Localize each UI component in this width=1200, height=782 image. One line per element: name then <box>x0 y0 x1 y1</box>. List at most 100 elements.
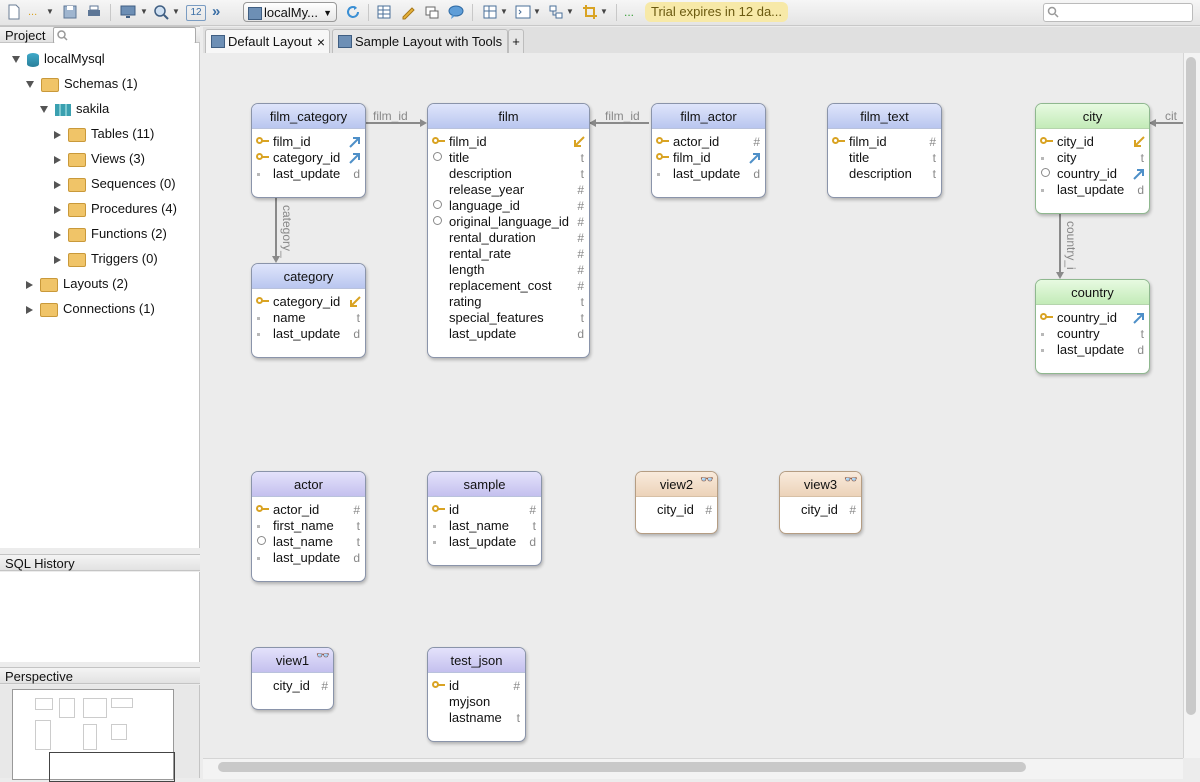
column-row[interactable]: film_id <box>428 134 589 150</box>
save-icon[interactable] <box>62 4 78 20</box>
more-icon[interactable]: ... <box>624 5 635 19</box>
more-tools-icon[interactable]: » <box>212 3 221 20</box>
column-row[interactable]: country_id <box>1036 310 1149 326</box>
table-title[interactable]: view3👓 <box>780 472 861 497</box>
column-row[interactable]: rental_rate# <box>428 246 589 262</box>
chevron-right-icon[interactable] <box>54 255 61 264</box>
table-title[interactable]: view2👓 <box>636 472 717 497</box>
chevron-down-icon[interactable] <box>40 106 48 114</box>
column-row[interactable]: id# <box>428 502 541 518</box>
column-row[interactable]: length# <box>428 262 589 278</box>
table-view2[interactable]: view2👓city_id# <box>635 471 718 534</box>
column-row[interactable]: film_id# <box>828 134 941 150</box>
comment-icon[interactable] <box>448 4 464 20</box>
table-title[interactable]: test_json <box>428 648 525 673</box>
table-title[interactable]: actor <box>252 472 365 497</box>
perspective-minimap[interactable] <box>0 685 200 782</box>
column-row[interactable]: original_language_id# <box>428 214 589 230</box>
connection-select[interactable]: localMy... ▼ <box>243 2 337 22</box>
column-row[interactable]: language_id# <box>428 198 589 214</box>
diagram-icon[interactable] <box>548 4 564 20</box>
print-icon[interactable] <box>86 4 102 20</box>
chevron-down-icon[interactable]: ▼ <box>500 7 508 16</box>
column-row[interactable]: category_id <box>252 150 365 166</box>
tab-default-layout[interactable]: Default Layout × <box>205 29 330 53</box>
column-row[interactable]: film_id <box>252 134 365 150</box>
monitor-icon[interactable] <box>120 4 136 20</box>
tree-item[interactable]: Tables (11) <box>54 124 154 144</box>
column-row[interactable]: film_id <box>652 150 765 166</box>
chevron-down-icon[interactable]: ▼ <box>140 7 148 16</box>
vertical-scroll-thumb[interactable] <box>1186 57 1196 715</box>
table-view1[interactable]: view1👓 city_id# <box>251 647 334 710</box>
table-view3[interactable]: view3👓city_id# <box>779 471 862 534</box>
chevron-right-icon[interactable] <box>54 230 61 239</box>
tree-item[interactable]: Functions (2) <box>54 224 167 244</box>
layout-icon[interactable] <box>424 4 440 20</box>
chevron-down-icon[interactable] <box>12 56 20 64</box>
table-title[interactable]: film_category <box>252 104 365 129</box>
chevron-right-icon[interactable] <box>54 180 61 189</box>
tree-item[interactable]: Sequences (0) <box>54 174 176 194</box>
column-row[interactable]: myjson <box>428 694 525 710</box>
minimap-view[interactable] <box>12 689 175 782</box>
column-row[interactable]: id# <box>428 678 525 694</box>
chevron-right-icon[interactable] <box>26 305 33 314</box>
trial-badge[interactable]: Trial expires in 12 da... <box>645 2 789 22</box>
chevron-right-icon[interactable] <box>54 205 61 214</box>
console-icon[interactable] <box>515 4 531 20</box>
table-title[interactable]: view1👓 <box>252 648 333 673</box>
tree-item[interactable]: Procedures (4) <box>54 199 177 219</box>
tree-item[interactable]: Schemas (1) <box>26 74 138 94</box>
edit-icon[interactable] <box>400 4 416 20</box>
close-tab-icon[interactable]: × <box>316 34 325 50</box>
tree-item[interactable]: sakila <box>40 99 109 119</box>
zoom-icon[interactable] <box>153 4 169 20</box>
tree-item[interactable]: Triggers (0) <box>54 249 158 269</box>
chevron-right-icon[interactable] <box>54 130 61 139</box>
chevron-down-icon[interactable]: ▼ <box>566 7 574 16</box>
refresh-icon[interactable] <box>345 4 361 20</box>
table-title[interactable]: film <box>428 104 589 129</box>
column-row[interactable]: actor_id# <box>652 134 765 150</box>
column-row[interactable]: city_id# <box>252 678 333 694</box>
zoom-level-field[interactable]: 12 <box>186 5 206 21</box>
chevron-down-icon[interactable]: ▼ <box>600 7 608 16</box>
tree-item[interactable]: Views (3) <box>54 149 145 169</box>
chevron-down-icon[interactable]: ▼ <box>172 7 180 16</box>
column-row[interactable]: actor_id# <box>252 502 365 518</box>
tree-item[interactable]: Layouts (2) <box>26 274 128 294</box>
table-title[interactable]: category <box>252 264 365 289</box>
open-more-icon[interactable]: ... <box>28 6 38 18</box>
chevron-right-icon[interactable] <box>26 280 33 289</box>
column-row[interactable]: city_id <box>1036 134 1149 150</box>
chevron-down-icon[interactable] <box>26 81 34 89</box>
